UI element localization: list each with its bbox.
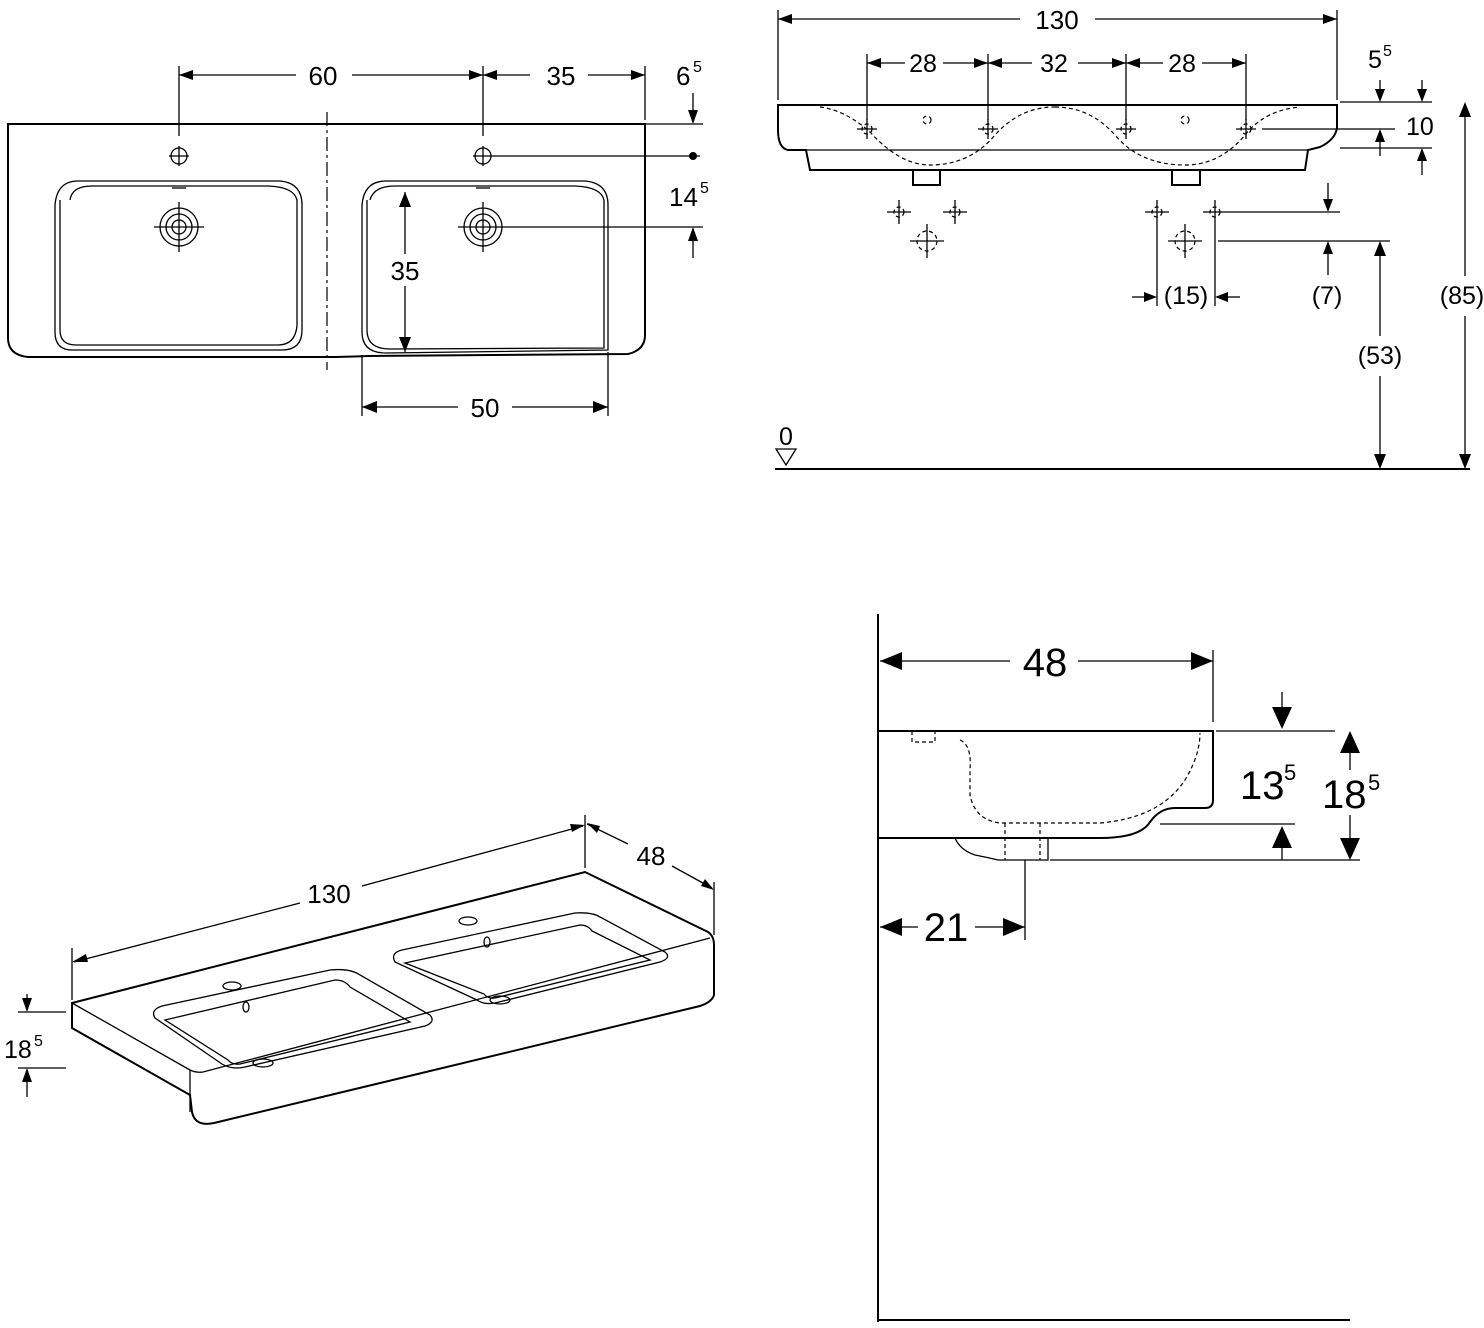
right-basin-inner bbox=[366, 185, 605, 350]
dim-48-side-label: 48 bbox=[1023, 641, 1068, 685]
level-marker-icon bbox=[774, 448, 798, 467]
dim-35-top-label: 35 bbox=[547, 61, 576, 91]
dim-18-5-iso-label: 18 bbox=[4, 1036, 32, 1064]
dim-10-label: 10 bbox=[1406, 113, 1434, 141]
dim-85-label: (85) bbox=[1440, 282, 1484, 310]
dim-60-label: 60 bbox=[309, 61, 338, 91]
svg-text:5: 5 bbox=[34, 1033, 43, 1050]
iso-outline bbox=[71, 870, 715, 1125]
dim-28-right-label: 28 bbox=[1168, 50, 1196, 78]
dim-13-5-label: 13 bbox=[1240, 764, 1285, 808]
dim-7-label: (7) bbox=[1312, 282, 1343, 310]
left-drain bbox=[154, 202, 204, 252]
right-basin-outer bbox=[361, 180, 609, 354]
svg-text:5: 5 bbox=[1284, 760, 1296, 785]
dim-18-5-side-label: 18 bbox=[1322, 773, 1367, 817]
dim-48-iso-label: 48 bbox=[637, 841, 666, 871]
dim-15-label: (15) bbox=[1164, 282, 1208, 310]
dim-35-basin-label: 35 bbox=[391, 256, 420, 286]
left-basin-outer bbox=[54, 180, 303, 351]
front-tap-marks bbox=[857, 119, 1256, 139]
dim-53-label: (53) bbox=[1358, 342, 1402, 370]
supply-marks bbox=[887, 200, 1227, 258]
side-view: 48 13 5 18 5 21 bbox=[877, 614, 1380, 1322]
left-basin-inner bbox=[59, 185, 298, 346]
level-zero-label: 0 bbox=[779, 423, 793, 451]
dim-50-label: 50 bbox=[471, 393, 500, 423]
top-view: 60 35 6 5 14 5 35 50 bbox=[7, 59, 709, 423]
iso-left-basin bbox=[152, 968, 433, 1069]
dim-5-5-label: 5 bbox=[1368, 46, 1382, 74]
svg-text:5: 5 bbox=[693, 59, 702, 76]
dim-28-left-label: 28 bbox=[909, 50, 937, 78]
dim-130-front-label: 130 bbox=[1035, 5, 1078, 35]
dim-14-5-label: 14 bbox=[669, 182, 698, 212]
svg-text:5: 5 bbox=[1383, 43, 1392, 60]
side-profile bbox=[878, 730, 1214, 839]
iso-view: 130 48 18 5 bbox=[4, 815, 715, 1125]
dim-130-iso-label: 130 bbox=[307, 879, 350, 909]
dim-6-5-label: 6 bbox=[676, 61, 690, 91]
iso-right-basin bbox=[392, 912, 669, 1005]
right-drain bbox=[458, 202, 508, 252]
front-view: 130 28 32 28 5 5 10 bbox=[774, 5, 1484, 470]
top-view-outline bbox=[7, 123, 646, 358]
svg-text:5: 5 bbox=[700, 180, 709, 197]
dim-32-label: 32 bbox=[1040, 50, 1068, 78]
dim-21-label: 21 bbox=[924, 906, 969, 950]
svg-text:5: 5 bbox=[1368, 770, 1380, 795]
front-view-outline bbox=[777, 104, 1338, 171]
